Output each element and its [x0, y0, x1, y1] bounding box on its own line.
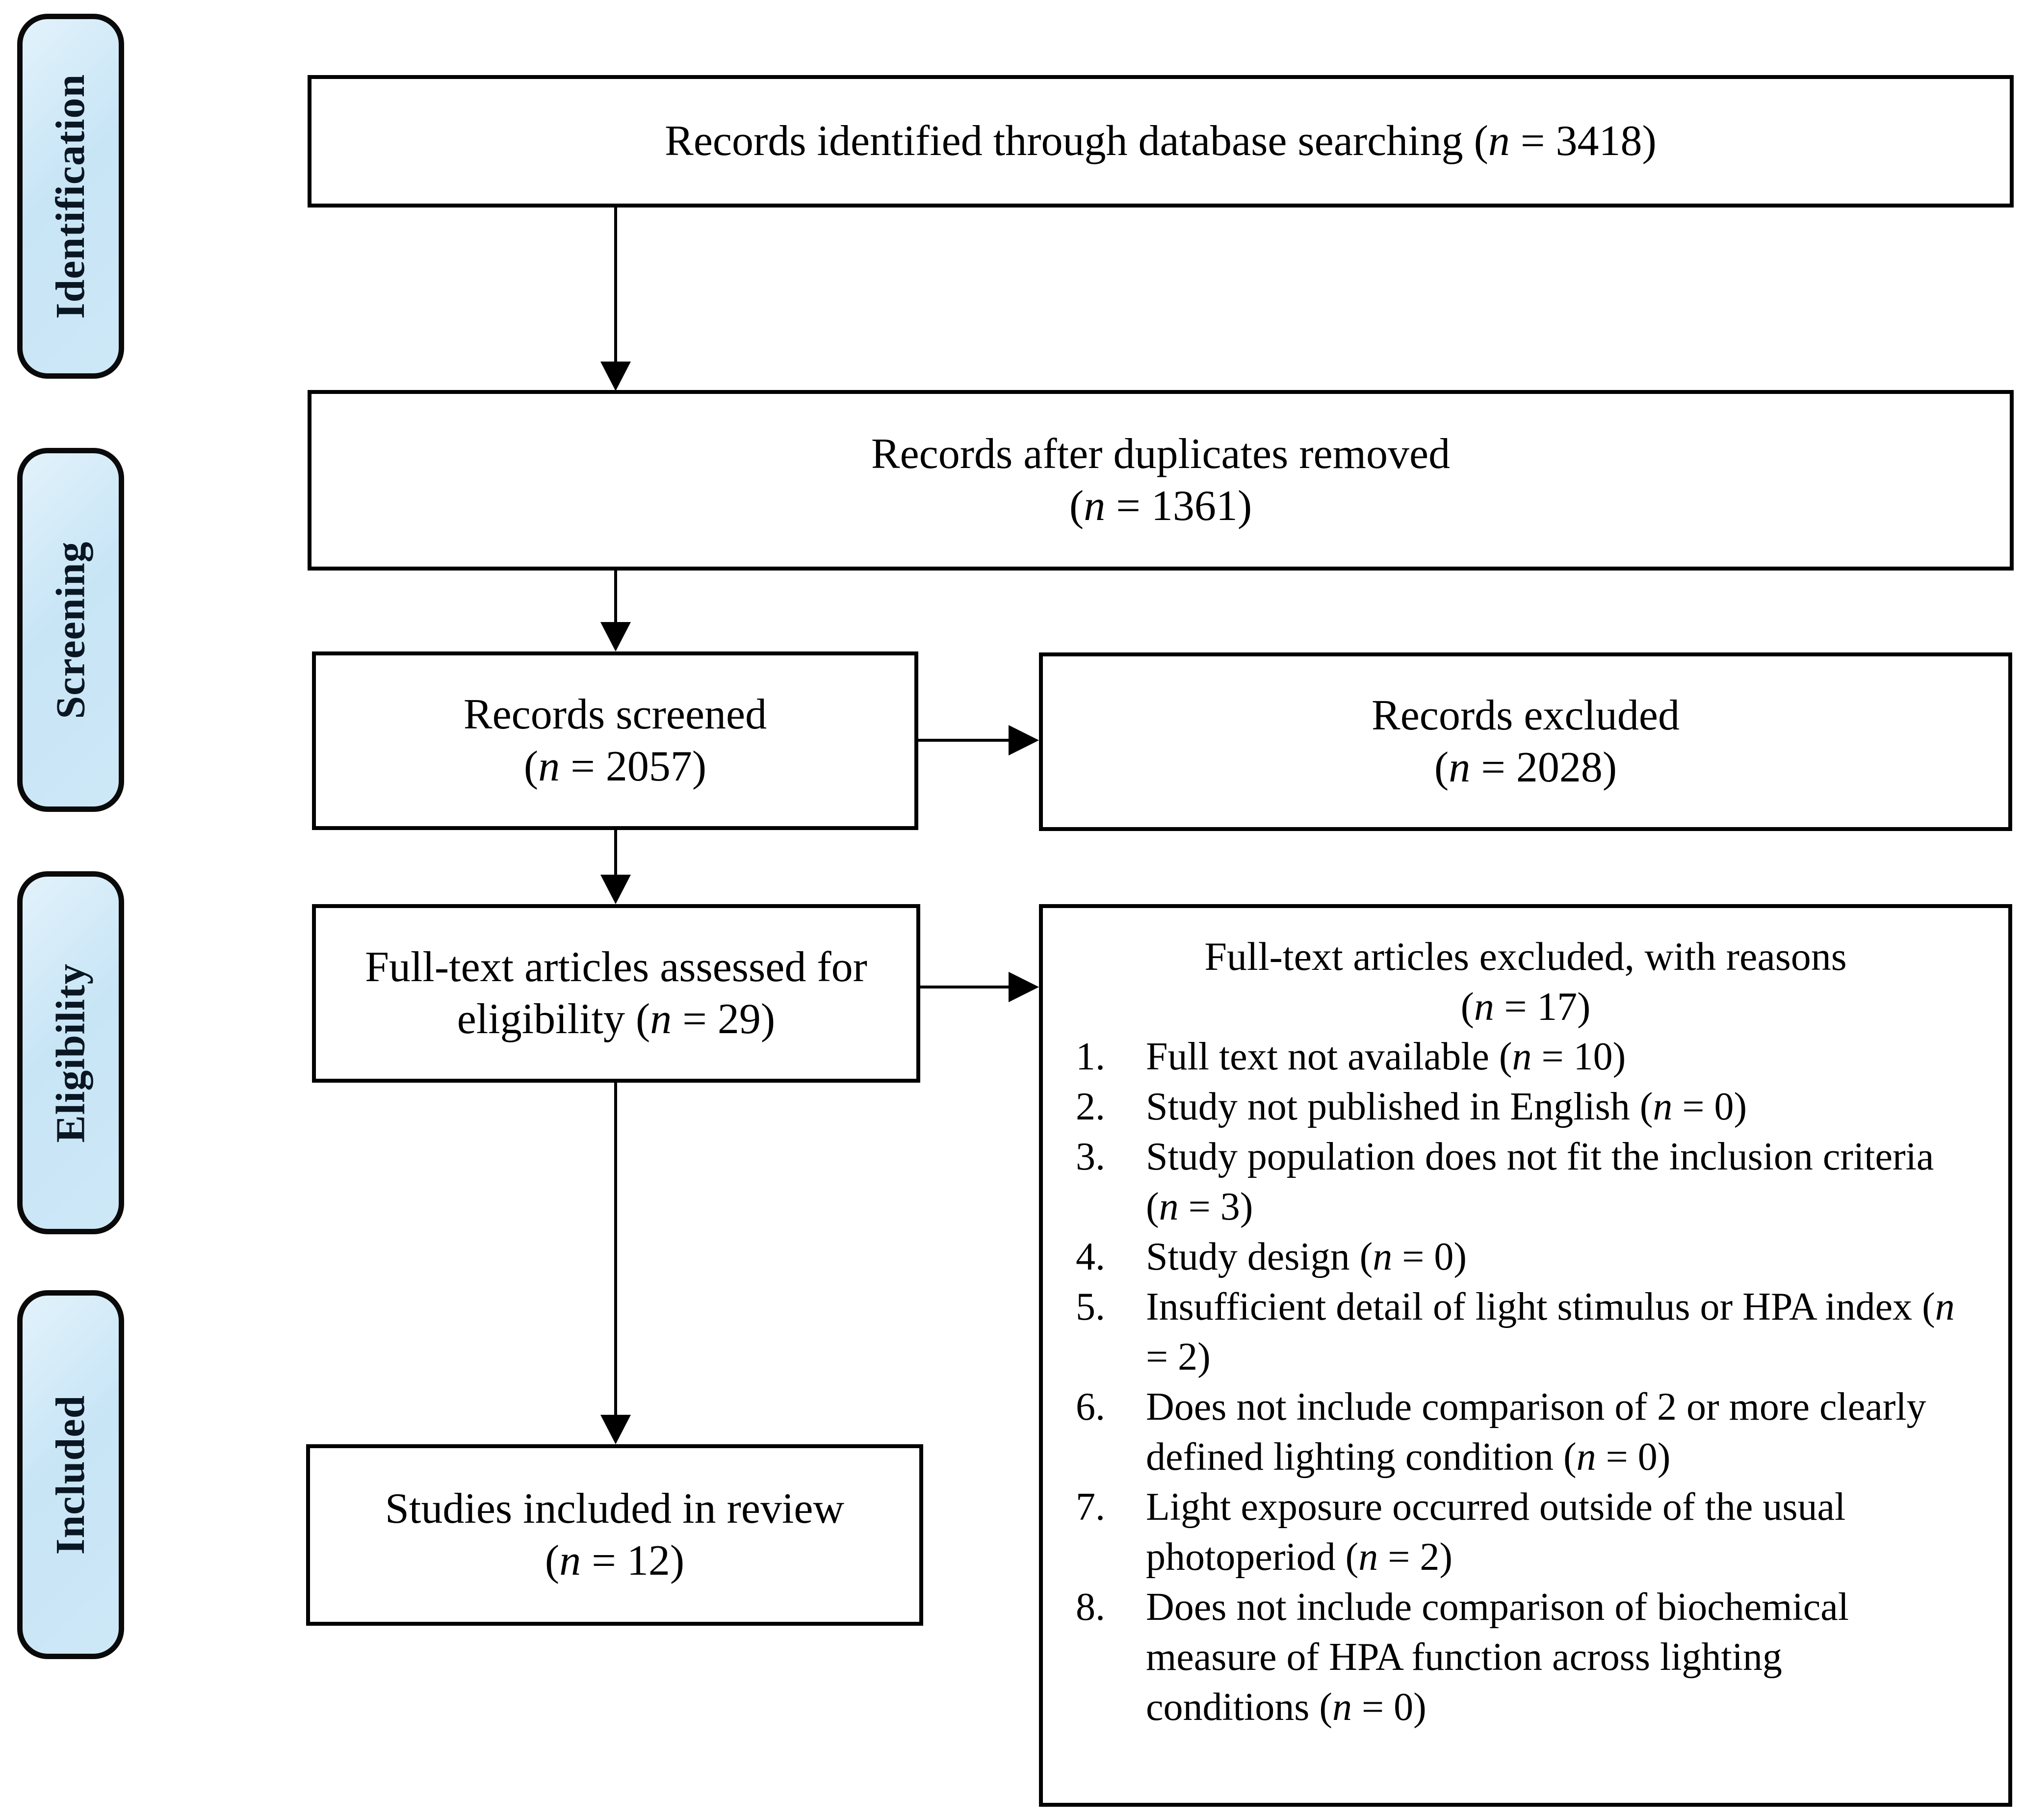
reason-text: Study design (n = 0) [1146, 1235, 1467, 1278]
box-records-excluded-line2: (n = 2028) [1434, 744, 1617, 791]
reason-number: 5. [1076, 1285, 1105, 1328]
reason-number: 1. [1076, 1035, 1105, 1078]
box-records-excluded: Records excluded (n = 2028) [1039, 652, 2012, 831]
box-fulltext-assessed-line1: Full-text articles assessed for [365, 943, 867, 991]
box-records-excluded-line1: Records excluded [1372, 692, 1680, 739]
box-studies-included: Studies included in review (n = 12) [306, 1444, 923, 1626]
stage-included: Included [17, 1290, 124, 1659]
box-records-identified: Records identified through database sear… [308, 75, 2014, 208]
reason-text: Does not include comparison of 2 or more… [1146, 1385, 1926, 1479]
reason-number: 7. [1076, 1485, 1105, 1529]
box-fulltext-excluded-title1: Full-text articles excluded, with reason… [1204, 934, 1847, 979]
stage-identification: Identification [17, 14, 124, 379]
arrow-duplicates-to-screened-stem [614, 569, 617, 623]
arrow-down-icon [600, 362, 631, 391]
box-fulltext-assessed: Full-text articles assessed for eligibil… [312, 904, 920, 1083]
reason-text: Study population does not fit the inclus… [1146, 1135, 1934, 1228]
reason-number: 4. [1076, 1235, 1105, 1278]
box-records-screened-line1: Records screened [463, 691, 767, 738]
reason-number: 2. [1076, 1085, 1105, 1128]
box-fulltext-assessed-line2: eligibility (n = 29) [457, 995, 776, 1043]
exclusion-reason-item: 3. Study population does not fit the inc… [1070, 1132, 1981, 1232]
exclusion-reason-item: 7. Light exposure occurred outside of th… [1070, 1482, 1981, 1582]
box-fulltext-excluded-title2: (n = 17) [1460, 984, 1591, 1029]
box-studies-included-line1: Studies included in review [385, 1485, 845, 1533]
reason-text: Insufficient detail of light stimulus or… [1146, 1285, 1955, 1378]
reason-number: 6. [1076, 1385, 1105, 1429]
exclusion-reason-item: 6. Does not include comparison of 2 or m… [1070, 1382, 1981, 1482]
exclusion-reason-item: 5. Insufficient detail of light stimulus… [1070, 1282, 1981, 1382]
box-studies-included-line2: (n = 12) [545, 1537, 685, 1585]
arrow-screened-to-fulltext-stem [614, 829, 617, 876]
stage-eligibility: Eligibility [17, 871, 124, 1234]
exclusion-reason-item: 4. Study design (n = 0) [1070, 1232, 1981, 1282]
reason-number: 8. [1076, 1586, 1105, 1629]
box-fulltext-excluded: Full-text articles excluded, with reason… [1039, 904, 2012, 1807]
exclusion-reason-item: 1. Full text not available (n = 10) [1070, 1032, 1981, 1082]
arrow-down-icon [600, 875, 631, 904]
arrow-identified-to-duplicates-stem [614, 207, 617, 363]
stage-included-label: Included [48, 1395, 94, 1555]
arrow-down-icon [600, 622, 631, 651]
reason-text: Full text not available (n = 10) [1146, 1035, 1626, 1078]
arrow-fulltext-to-reasons-stem [919, 986, 1010, 988]
stage-screening-label: Screening [48, 541, 94, 719]
box-records-identified-text: Records identified through database sear… [665, 117, 1657, 165]
stage-identification-label: Identification [48, 74, 94, 319]
box-duplicates-removed: Records after duplicates removed (n = 13… [308, 390, 2014, 571]
reason-text: Light exposure occurred outside of the u… [1146, 1485, 1846, 1579]
stage-eligibility-label: Eligibility [48, 963, 94, 1143]
reason-text: Does not include comparison of biochemic… [1146, 1586, 1849, 1729]
box-records-screened-line2: (n = 2057) [523, 743, 707, 790]
stage-screening: Screening [17, 448, 124, 812]
arrow-right-icon [1009, 725, 1039, 755]
exclusion-reason-item: 8. Does not include comparison of bioche… [1070, 1582, 1981, 1732]
box-duplicates-removed-line2: (n = 1361) [1069, 482, 1252, 530]
box-records-screened: Records screened (n = 2057) [312, 651, 918, 830]
exclusion-reason-item: 2. Study not published in English (n = 0… [1070, 1082, 1981, 1132]
reason-number: 3. [1076, 1135, 1105, 1178]
box-duplicates-removed-line1: Records after duplicates removed [871, 430, 1451, 478]
arrow-down-icon [600, 1415, 631, 1444]
arrow-right-icon [1009, 972, 1039, 1002]
arrow-fulltext-to-included-stem [614, 1082, 617, 1416]
arrow-screened-to-excluded-stem [917, 739, 1010, 742]
reason-text: Study not published in English (n = 0) [1146, 1085, 1747, 1128]
